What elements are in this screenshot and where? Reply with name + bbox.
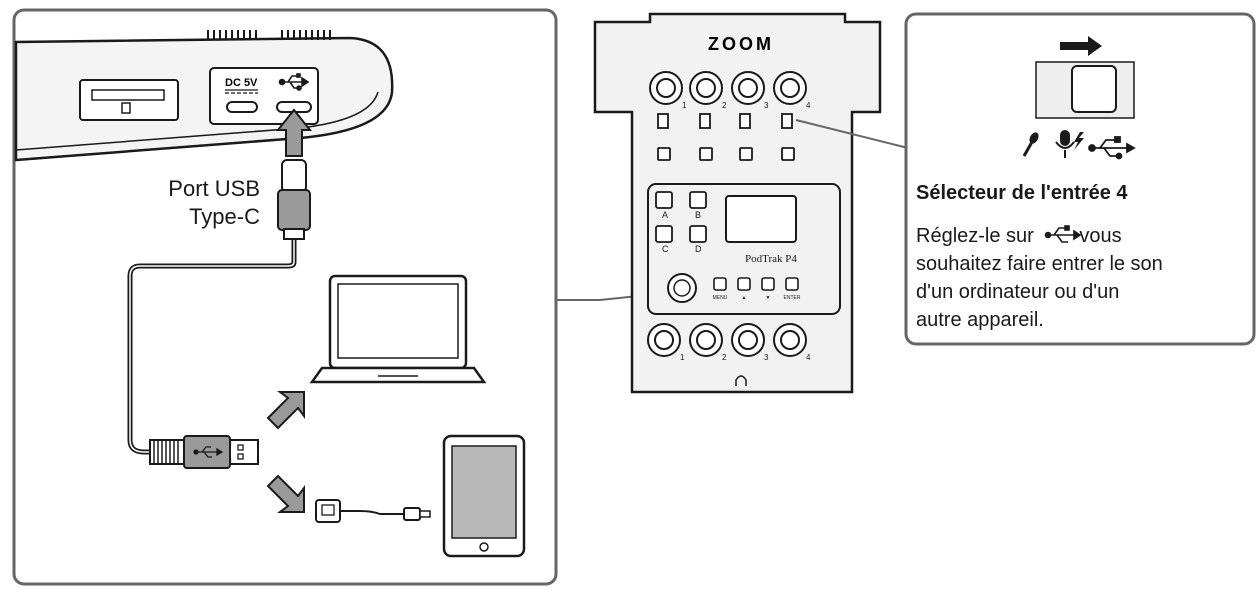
- selector-title: Sélecteur de l'entrée 4: [916, 182, 1128, 204]
- pad-label-c: C: [662, 244, 669, 254]
- laptop-icon: [309, 274, 487, 384]
- usb-plug-icon: [149, 435, 259, 469]
- usb-inline-icon: [1044, 225, 1082, 243]
- model-label: PodTrak P4: [745, 253, 797, 265]
- dc-label: DC 5V: [225, 77, 258, 89]
- down-label: ▼: [766, 295, 771, 301]
- arrow-up-right-icon: [266, 391, 305, 430]
- encoder-knob: [667, 273, 697, 303]
- usb-icon: [278, 73, 310, 91]
- up-label: ▲: [742, 295, 747, 301]
- svg-text:3: 3: [764, 101, 769, 110]
- svg-text:3: 3: [764, 353, 769, 362]
- arrow-right-icon: [1060, 36, 1102, 56]
- port-label-line1: Port USB: [168, 176, 260, 201]
- brand-logo: ZOOM: [708, 34, 774, 54]
- svg-text:4: 4: [806, 353, 811, 362]
- selector-line1-pre: Réglez-le sur: [916, 225, 1040, 247]
- enter-label: ENTER: [784, 295, 801, 301]
- pad-label-d: D: [695, 244, 702, 254]
- menu-label: MENU: [713, 295, 728, 301]
- tablet-icon: [442, 434, 526, 558]
- selector-line1-post: vous: [1079, 225, 1122, 247]
- dc-port: [226, 101, 258, 113]
- mute-buttons: [657, 147, 795, 161]
- slide-switch: [1035, 61, 1135, 119]
- top-vents: [207, 30, 331, 40]
- svg-text:4: 4: [806, 101, 811, 110]
- svg-text:2: 2: [722, 353, 727, 362]
- svg-text:1: 1: [682, 101, 687, 110]
- svg-text:2: 2: [722, 101, 727, 110]
- top-knobs: [649, 71, 807, 105]
- bottom-knob-numbers: 1 2 3 4: [680, 353, 811, 362]
- svg-text:1: 1: [680, 353, 685, 362]
- usb-adapter: [315, 499, 431, 523]
- port-label-line2: Type-C: [189, 204, 260, 229]
- usb-c-plug: [277, 159, 311, 240]
- insert-arrow: [275, 108, 313, 157]
- bottom-knobs: [647, 323, 807, 357]
- selector-panel: [904, 12, 1256, 346]
- selector-line3: d'un ordinateur ou d'un: [916, 281, 1120, 303]
- display-screen: [725, 195, 797, 243]
- pad-label-a: A: [662, 210, 668, 220]
- menu-buttons: [713, 277, 799, 291]
- usb-icon: [1088, 136, 1136, 160]
- headphone-icon: [735, 375, 747, 386]
- selector-line2: souhaitez faire entrer le son: [916, 253, 1163, 275]
- arrow-down-right-icon: [266, 474, 305, 513]
- mic-icon: [1022, 132, 1039, 157]
- mic-power-icon: [1055, 130, 1084, 158]
- input-switches: [657, 113, 793, 129]
- callout-line-right: [795, 119, 909, 149]
- top-knob-numbers: 1 2 3 4: [682, 101, 811, 110]
- selector-line4: autre appareil.: [916, 309, 1044, 331]
- podtrak-device: ZOOM 1 2 3 4 A: [593, 12, 882, 394]
- pad-label-b: B: [695, 210, 701, 220]
- sound-pad-buttons: [655, 191, 707, 243]
- selector-line1: Réglez-le sur vous: [916, 222, 1122, 250]
- callout-line-left: [556, 295, 639, 301]
